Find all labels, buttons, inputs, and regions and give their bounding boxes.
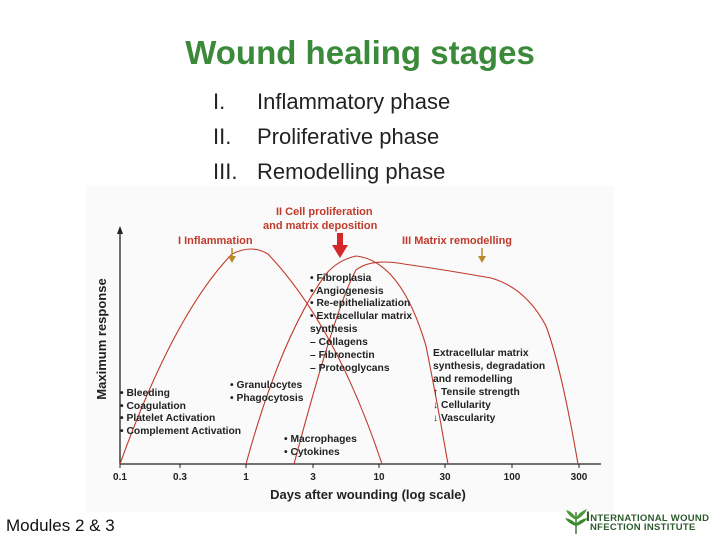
proliferation-item: – Collagens	[310, 337, 368, 348]
cell-item: • Phagocytosis	[230, 393, 304, 404]
phase-label-remodelling: III Matrix remodelling	[402, 235, 512, 247]
x-tick-label: 10	[373, 472, 385, 483]
x-tick-label: 3	[310, 472, 316, 483]
leaf-icon	[565, 509, 588, 534]
phase-number: II.	[213, 124, 232, 149]
x-tick-label: 0.3	[173, 472, 187, 483]
remodelling-arrow-icon	[478, 248, 486, 263]
phase-item: I. Inflammatory phase	[213, 88, 450, 123]
phase-item: III. Remodelling phase	[213, 158, 450, 193]
y-axis-arrow	[117, 226, 123, 234]
phase-label-proliferation: II Cell proliferation	[276, 206, 373, 218]
x-tick-label: 300	[571, 472, 588, 483]
remodelling-item: Extracellular matrix	[433, 348, 529, 359]
inflammation-curve	[119, 248, 383, 465]
x-axis-ticks	[119, 464, 580, 468]
logo-initial: I	[586, 508, 591, 524]
proliferation-arrow-icon	[332, 233, 348, 258]
remodelling-item: ↑ Tensile strength	[433, 387, 520, 398]
macrophage-item: • Macrophages	[284, 434, 357, 445]
inflammation-item: • Coagulation	[120, 401, 186, 412]
remodelling-curve	[293, 261, 579, 465]
cell-item: • Granulocytes	[230, 380, 303, 391]
phase-label: Remodelling phase	[257, 159, 446, 184]
remodelling-item: ↓ Cellularity	[433, 400, 491, 411]
logo-line2: NFECTION INSTITUTE	[590, 522, 696, 533]
institute-logo: INTERNATIONAL WOUND NFECTION INSTITUTE	[564, 506, 716, 536]
phase-label-proliferation: and matrix deposition	[263, 220, 378, 232]
phase-number: I.	[213, 89, 226, 114]
proliferation-item: • Extracellular matrix	[310, 311, 412, 322]
footer-text: Modules 2 & 3	[6, 516, 115, 535]
proliferation-item: • Angiogenesis	[310, 286, 384, 297]
phase-number: III.	[213, 159, 238, 184]
inflammation-item: • Complement Activation	[120, 426, 241, 437]
macrophage-item: • Cytokines	[284, 447, 340, 458]
phase-label: Proliferative phase	[257, 124, 440, 149]
proliferation-item: synthesis	[310, 324, 358, 335]
phase-label: Inflammatory phase	[257, 89, 451, 114]
x-tick-label: 30	[439, 472, 451, 483]
logo-line1: NTERNATIONAL WOUND	[590, 513, 710, 524]
remodelling-item: ↓ Vascularity	[433, 413, 496, 424]
remodelling-item: synthesis, degradation	[433, 361, 545, 372]
proliferation-item: • Fibroplasia	[310, 273, 372, 284]
x-tick-label: 1	[243, 472, 249, 483]
proliferation-item: – Proteoglycans	[310, 363, 390, 374]
phase-list: I. Inflammatory phase II. Proliferative ph…	[213, 88, 450, 193]
proliferation-item: • Re-epithelialization	[310, 298, 410, 309]
inflammation-item: • Bleeding	[120, 388, 170, 399]
proliferation-item: – Fibronectin	[310, 350, 375, 361]
phase-label-inflammation: I Inflammation	[178, 235, 253, 247]
x-axis-title: Days after wounding (log scale)	[270, 487, 466, 502]
proliferation-curve	[245, 255, 449, 465]
y-axis-title: Maximum response	[94, 278, 109, 399]
diagram-background	[86, 186, 614, 512]
phase-item: II. Proliferative phase	[213, 123, 450, 158]
inflammation-arrow-icon	[228, 248, 236, 263]
x-tick-label: 0.1	[113, 472, 127, 483]
slide-title: Wound healing stages	[185, 34, 535, 71]
inflammation-item: • Platelet Activation	[120, 413, 215, 424]
x-tick-label: 100	[504, 472, 521, 483]
wound-healing-diagram: 0.1 0.3 1 3 10 30 100 300 Days after wou…	[94, 206, 601, 502]
remodelling-item: and remodelling	[433, 374, 513, 385]
